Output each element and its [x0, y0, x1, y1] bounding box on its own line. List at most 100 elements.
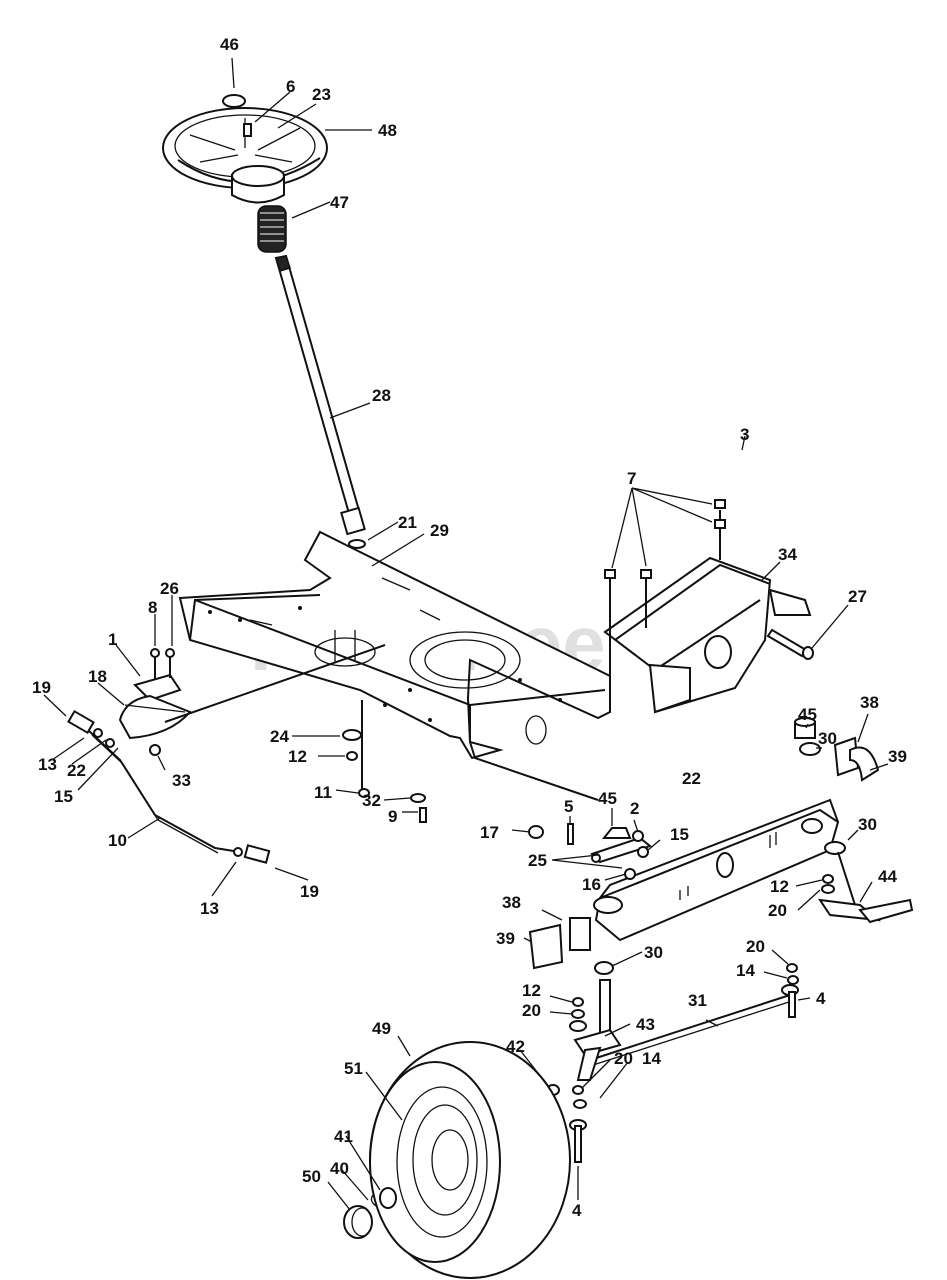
callout-4-bottom: 4	[572, 1201, 582, 1220]
callout-13-left: 13	[38, 755, 57, 774]
callout-46: 46	[220, 35, 239, 54]
callout-33: 33	[172, 771, 191, 790]
callout-25: 25	[528, 851, 547, 870]
callout-15-left: 15	[54, 787, 73, 806]
callout-30-right-top: 30	[818, 729, 837, 748]
bolt-9	[419, 807, 427, 823]
callout-28: 28	[372, 386, 391, 405]
steering-wheel	[162, 107, 328, 204]
callout-47: 47	[330, 193, 349, 212]
bushing-30-left	[594, 961, 614, 975]
nut-11	[358, 788, 370, 798]
callout-17: 17	[480, 823, 499, 842]
callout-38-right: 38	[860, 693, 879, 712]
pivot-bar	[567, 823, 653, 880]
callout-22-center: 22	[682, 769, 701, 788]
callout-26: 26	[160, 579, 179, 598]
callout-39-left: 39	[496, 929, 515, 948]
drag-link	[67, 709, 271, 864]
frame	[178, 530, 611, 801]
callout-6: 6	[286, 77, 295, 96]
callout-27: 27	[848, 587, 867, 606]
bolts-7	[604, 499, 726, 698]
callout-15-center: 15	[670, 825, 689, 844]
callout-39-right: 39	[888, 747, 907, 766]
callout-20-tie-rod: 20	[746, 937, 765, 956]
callout-12-right: 12	[770, 877, 789, 896]
steering-plate	[133, 673, 182, 702]
callout-30-right-bottom: 30	[858, 815, 877, 834]
dash-bracket	[603, 556, 812, 714]
callout-45-center: 45	[598, 789, 617, 808]
callout-29: 29	[430, 521, 449, 540]
callout-41: 41	[334, 1127, 353, 1146]
bushing-30-right-bottom	[824, 841, 846, 855]
callout-20-right: 20	[768, 901, 787, 920]
bolts-8-26	[150, 648, 175, 680]
callout-43: 43	[636, 1015, 655, 1034]
gear-shaft	[164, 644, 386, 723]
callout-9: 9	[388, 807, 397, 826]
callout-32: 32	[362, 791, 381, 810]
callout-2: 2	[630, 799, 639, 818]
callout-21: 21	[398, 513, 417, 532]
callout-44: 44	[878, 867, 897, 886]
callout-14-right: 14	[736, 961, 755, 980]
callout-3: 3	[740, 425, 749, 444]
washer-32	[410, 793, 426, 803]
callout-14-lower: 14	[642, 1049, 661, 1068]
bushing-45-right	[794, 717, 816, 739]
front-wheel	[369, 1041, 571, 1279]
steering-wheel-cap	[222, 94, 246, 108]
callout-11: 11	[314, 783, 332, 802]
tie-rod	[589, 963, 799, 1067]
callout-45-right: 45	[798, 705, 817, 724]
callout-19-left: 19	[32, 678, 51, 697]
callout-20-left-spindle: 20	[522, 1001, 541, 1020]
nut-33	[149, 744, 161, 756]
callout-20-lower: 20	[614, 1049, 633, 1068]
clamp-right	[833, 736, 880, 782]
callout-12-frame: 12	[288, 747, 307, 766]
callout-5: 5	[564, 797, 573, 816]
spindle-right	[817, 851, 914, 924]
bushing-30-right-top	[799, 742, 821, 756]
callout-42: 42	[506, 1037, 525, 1056]
callout-48: 48	[378, 121, 397, 140]
pin-27	[766, 628, 814, 660]
callout-38-left: 38	[502, 893, 521, 912]
nut-17	[528, 825, 544, 839]
clamp-left	[528, 917, 591, 970]
steering-shaft	[274, 254, 366, 536]
callout-49: 49	[372, 1019, 391, 1038]
callout-23: 23	[312, 85, 331, 104]
callout-31: 31	[688, 991, 707, 1010]
callout-18: 18	[88, 667, 107, 686]
callout-22-left: 22	[67, 761, 86, 780]
callout-24: 24	[270, 727, 289, 746]
callout-40: 40	[330, 1159, 349, 1178]
callout-7: 7	[627, 469, 636, 488]
washer-21	[348, 539, 366, 549]
callout-34: 34	[778, 545, 797, 564]
sector-gear	[118, 694, 192, 740]
callout-51: 51	[344, 1059, 363, 1078]
clip-41	[370, 1193, 377, 1207]
callout-4-right: 4	[816, 989, 826, 1008]
wheel-bolt	[243, 123, 252, 137]
spindle-left	[546, 979, 622, 1163]
callout-13-bottom: 13	[200, 899, 219, 918]
nut-12a	[346, 751, 358, 761]
leader-lines	[43, 57, 889, 1211]
callout-19-bottom: 19	[300, 882, 319, 901]
steering-boot	[257, 205, 287, 253]
callout-50: 50	[302, 1167, 321, 1186]
callout-30-left: 30	[644, 943, 663, 962]
callout-8: 8	[148, 598, 157, 617]
callout-10: 10	[108, 831, 127, 850]
callout-16: 16	[582, 875, 601, 894]
hub-cap	[343, 1205, 373, 1239]
washer-40	[379, 1187, 397, 1209]
washer-24	[342, 729, 362, 741]
